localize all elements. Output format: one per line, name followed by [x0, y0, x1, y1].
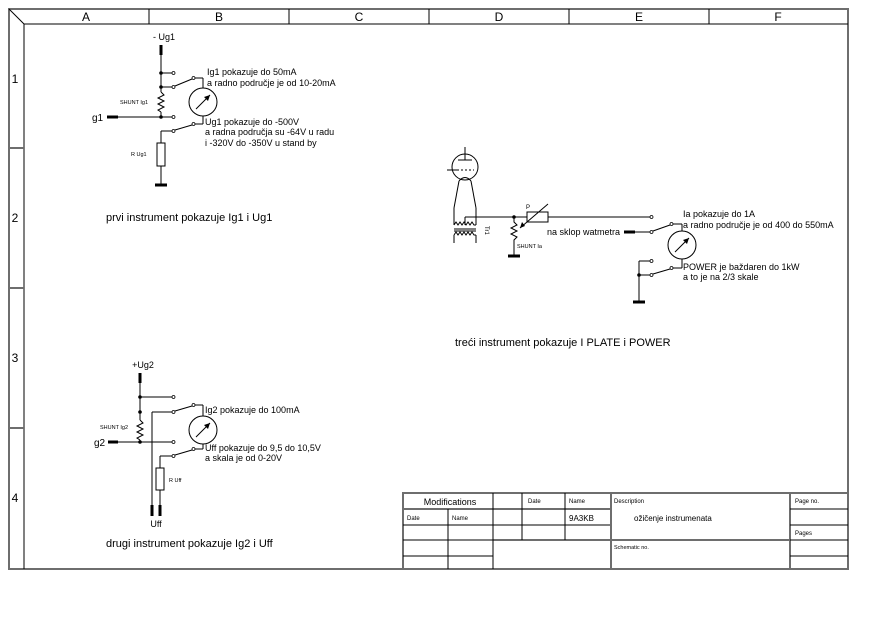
resistor-label: R Ug1 — [131, 152, 147, 158]
note-line: i -320V do -350V u stand by — [205, 138, 317, 148]
name-value: 9A3KB — [569, 514, 594, 523]
note-line: Ia pokazuje do 1A — [683, 209, 755, 219]
note-line: a radna područja su -64V u radu — [205, 127, 334, 137]
note-line: POWER je baždaren do 1kW — [683, 262, 800, 272]
note-line: Uff pokazuje do 9,5 do 10,5V — [205, 443, 321, 453]
meter-icon — [667, 230, 697, 260]
row-label: 3 — [12, 351, 19, 365]
caption: drugi instrument pokazuje Ig2 i Uff — [106, 538, 274, 550]
row-label: 4 — [12, 491, 19, 505]
input-label: g2 — [94, 438, 106, 449]
switch-icon — [174, 449, 193, 456]
mod-date-header: Date — [407, 516, 420, 522]
meter-icon — [188, 415, 218, 445]
shunt-label: SHUNT Ia — [517, 244, 543, 250]
pot-label: P — [526, 205, 530, 211]
note-line: a radno područje je od 10-20mA — [207, 78, 336, 88]
title-block: Modifications Date Name Date Name 9A3KB … — [402, 492, 849, 570]
shunt-resistor-icon — [135, 419, 145, 441]
mod-name-header: Name — [452, 516, 469, 522]
row-label: 2 — [12, 211, 19, 225]
transformer-icon — [453, 221, 477, 243]
note-line: Ig2 pokazuje do 100mA — [205, 405, 300, 415]
column-label: F — [774, 10, 781, 24]
column-label: E — [635, 10, 643, 24]
schematic-no-label: Schematic no. — [614, 545, 649, 551]
description-header: Description — [614, 499, 644, 505]
note-line: Ug1 pokazuje do -500V — [205, 117, 299, 127]
shunt-resistor-icon — [509, 217, 519, 255]
supply-label: - Ug1 — [153, 32, 175, 42]
column-label: D — [495, 10, 504, 24]
circuit-3: Tr1 P SHUNT Ia na sklop watmetra — [447, 147, 834, 349]
page-no-label: Page no. — [795, 499, 819, 505]
resistor-label: R Uff — [169, 478, 182, 484]
resistor-icon — [156, 142, 166, 167]
pages-label: Pages — [795, 531, 812, 537]
caption: treći instrument pokazuje I PLATE i POWE… — [455, 337, 671, 349]
description-value: ožičenje instrumenata — [634, 514, 712, 523]
switch-icon — [174, 124, 193, 131]
switch-icon — [174, 78, 193, 87]
shunt-label: SHUNT Ig1 — [120, 100, 148, 106]
switch-icon — [652, 268, 671, 275]
row-label: 1 — [12, 72, 19, 86]
resistor-icon — [155, 467, 165, 491]
column-label: A — [82, 10, 90, 24]
caption: prvi instrument pokazuje Ig1 i Ug1 — [106, 212, 272, 224]
note-line: a skala je od 0-20V — [205, 453, 282, 463]
modifications-header: Modifications — [424, 497, 477, 507]
switch-icon — [174, 405, 193, 412]
column-label: B — [215, 10, 223, 24]
transformer-label: Tr1 — [483, 226, 489, 235]
circuit-2: +Ug2 g2 SHUNT Ig2 — [94, 360, 321, 550]
shunt-resistor-icon — [156, 91, 166, 113]
wattmeter-label: na sklop watmetra — [547, 227, 620, 237]
name-header: Name — [569, 499, 586, 505]
output-label: Uff — [150, 519, 162, 529]
meter-icon — [188, 87, 218, 117]
column-labels: A B C D E F — [82, 10, 782, 24]
supply-label: +Ug2 — [132, 360, 154, 370]
sheet-frame — [8, 8, 849, 570]
shunt-label: SHUNT Ig2 — [100, 425, 128, 431]
note-line: Ig1 pokazuje do 50mA — [207, 67, 297, 77]
note-line: a to je na 2/3 skale — [683, 272, 759, 282]
row-labels: 1 2 3 4 — [12, 72, 19, 505]
date-header: Date — [528, 499, 541, 505]
switch-icon — [652, 224, 671, 232]
vacuum-tube-icon — [447, 147, 479, 225]
input-label: g1 — [92, 113, 104, 124]
column-label: C — [355, 10, 364, 24]
note-line: a radno područje je od 400 do 550mA — [683, 220, 834, 230]
circuit-1: - Ug1 g1 SHUNT Ig1 — [92, 32, 336, 224]
